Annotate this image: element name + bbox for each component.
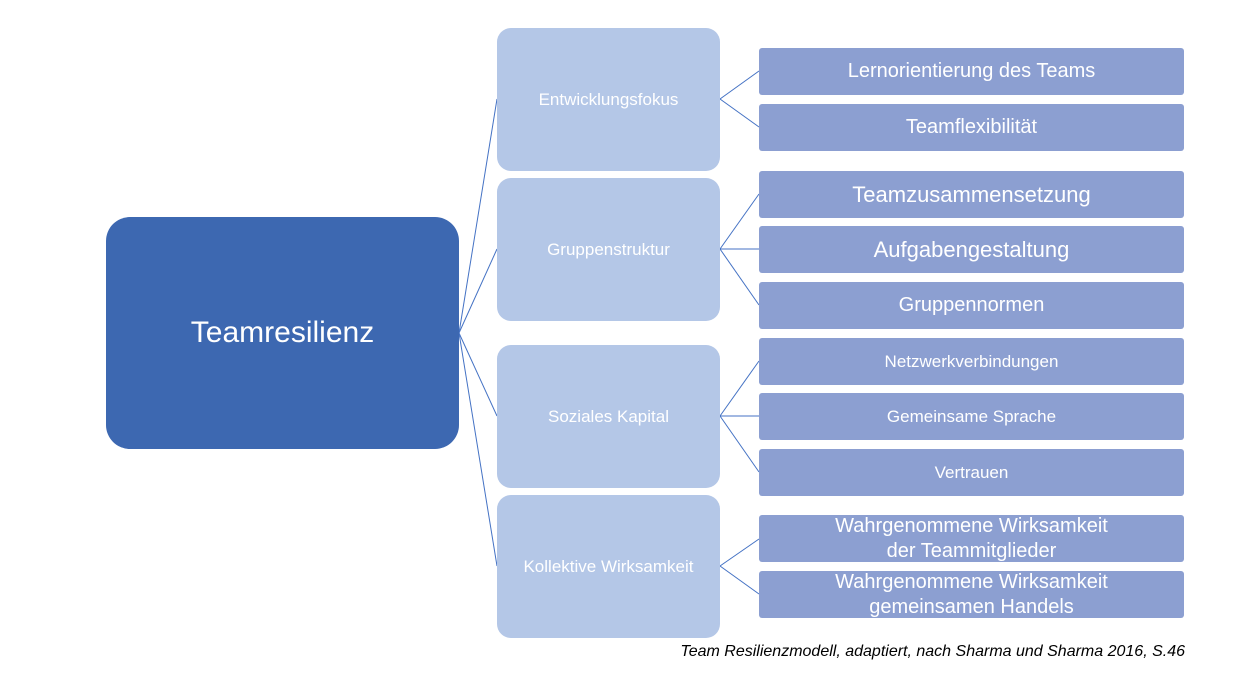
leaf-label: Wahrgenommene Wirksamkeit der Teammitgli…: [835, 514, 1108, 562]
connector-root-cat1: [458, 98, 498, 334]
connector-root-cat4: [458, 332, 498, 567]
leaf-label: Gruppennormen: [898, 294, 1045, 316]
leaf-node-teamflexibilitaet: Teamflexibilität: [759, 104, 1184, 151]
leaf-label: Teamflexibilität: [905, 116, 1038, 138]
root-node-teamresilienz: Teamresilienz: [106, 217, 459, 449]
leaf-node-lernorientierung: Lernorientierung des Teams: [759, 48, 1184, 95]
leaf-label: Vertrauen: [934, 462, 1009, 482]
connector-root-cat3: [458, 332, 498, 417]
leaf-label: Netzwerkverbindungen: [884, 351, 1059, 371]
connector-cat1-leaf1: [719, 70, 760, 100]
connector-cat3-leaf1: [719, 360, 760, 417]
connector-cat2-leaf1: [719, 193, 760, 250]
leaf-node-teamzusammensetzung: Teamzusammensetzung: [759, 171, 1184, 218]
leaf-label: Gemeinsame Sprache: [886, 406, 1057, 426]
leaf-label: Teamzusammensetzung: [852, 181, 1091, 207]
leaf-node-vertrauen: Vertrauen: [759, 449, 1184, 496]
category-label: Gruppenstruktur: [547, 239, 670, 259]
category-node-kollektive-wirksamkeit: Kollektive Wirksamkeit: [497, 495, 720, 638]
leaf-node-gemeinsame-sprache: Gemeinsame Sprache: [759, 393, 1184, 440]
root-label: Teamresilienz: [190, 316, 375, 349]
category-label: Soziales Kapital: [548, 406, 669, 426]
connector-cat4-leaf1: [719, 538, 760, 567]
leaf-label: Lernorientierung des Teams: [847, 60, 1096, 82]
leaf-label: Aufgabengestaltung: [873, 236, 1070, 262]
leaf-node-wirksamkeit-teammitglieder: Wahrgenommene Wirksamkeit der Teammitgli…: [759, 515, 1184, 562]
category-node-entwicklungsfokus: Entwicklungsfokus: [497, 28, 720, 171]
figure-caption: Team Resilienzmodell, adaptiert, nach Sh…: [680, 643, 1185, 660]
leaf-node-aufgabengestaltung: Aufgabengestaltung: [759, 226, 1184, 273]
category-label: Kollektive Wirksamkeit: [523, 556, 694, 576]
connector-cat1-leaf2: [719, 98, 760, 128]
connector-root-cat2: [458, 248, 498, 334]
category-node-gruppenstruktur: Gruppenstruktur: [497, 178, 720, 321]
leaf-node-gruppennormen: Gruppennormen: [759, 282, 1184, 329]
category-label: Entwicklungsfokus: [538, 89, 679, 109]
category-node-soziales-kapital: Soziales Kapital: [497, 345, 720, 488]
leaf-label: Wahrgenommene Wirksamkeit gemeinsamen Ha…: [835, 570, 1108, 618]
connector-cat4-leaf2: [719, 565, 760, 595]
leaf-node-wirksamkeit-handeln: Wahrgenommene Wirksamkeit gemeinsamen Ha…: [759, 571, 1184, 618]
connector-cat2-leaf3: [719, 248, 760, 306]
leaf-node-netzwerkverbindungen: Netzwerkverbindungen: [759, 338, 1184, 385]
connector-cat3-leaf3: [719, 415, 760, 473]
